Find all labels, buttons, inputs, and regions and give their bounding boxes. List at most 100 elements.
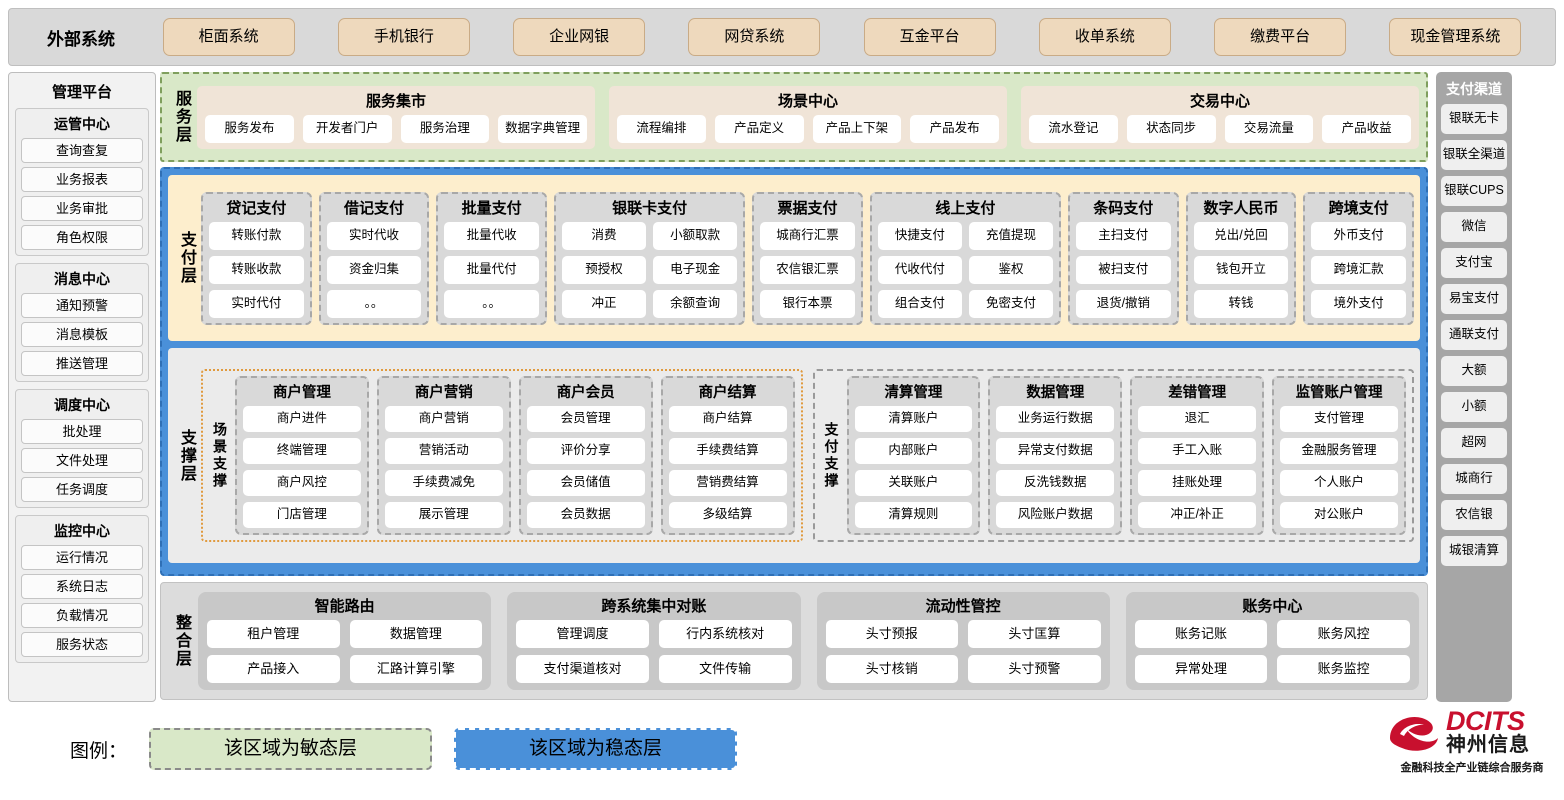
integration-item[interactable]: 异常处理: [1134, 655, 1268, 683]
management-item[interactable]: 运行情况: [21, 545, 143, 570]
payment-item[interactable]: 兑出/兑回: [1193, 221, 1289, 250]
support-item[interactable]: 商户进件: [243, 406, 361, 432]
integration-item[interactable]: 数据管理: [349, 620, 483, 648]
payment-item[interactable]: 余额查询: [653, 289, 738, 318]
support-item[interactable]: 支付管理: [1280, 406, 1398, 432]
external-system-chip[interactable]: 手机银行: [337, 18, 470, 56]
support-item[interactable]: 反洗钱数据: [996, 470, 1115, 496]
support-item[interactable]: 会员数据: [526, 502, 645, 528]
service-item[interactable]: 服务治理: [400, 114, 490, 143]
support-item[interactable]: 手工入账: [1138, 438, 1257, 464]
management-item[interactable]: 业务报表: [21, 167, 143, 192]
payment-item[interactable]: 资金归集: [326, 255, 422, 284]
integration-item[interactable]: 头寸匡算: [968, 620, 1101, 648]
payment-item[interactable]: 充值提现: [968, 221, 1053, 250]
external-system-chip[interactable]: 企业网银: [513, 18, 646, 56]
support-item[interactable]: 营销费结算: [668, 470, 787, 496]
integration-item[interactable]: 支付渠道核对: [516, 655, 649, 683]
integration-item[interactable]: 账务监控: [1277, 655, 1410, 683]
service-item[interactable]: 流程编排: [617, 114, 706, 143]
integration-item[interactable]: 行内系统核对: [658, 620, 792, 648]
management-item[interactable]: 任务调度: [21, 477, 143, 502]
payment-channel-item[interactable]: 银联全渠道: [1441, 140, 1507, 170]
service-item[interactable]: 产品定义: [714, 114, 804, 143]
payment-item[interactable]: 外币支付: [1311, 221, 1406, 250]
service-item[interactable]: 流水登记: [1029, 114, 1118, 143]
payment-item[interactable]: 境外支付: [1311, 289, 1406, 318]
support-item[interactable]: 评价分享: [526, 438, 645, 464]
payment-item[interactable]: 被扫支付: [1075, 255, 1171, 284]
integration-item[interactable]: 账务记账: [1134, 620, 1268, 648]
support-item[interactable]: 商户结算: [668, 406, 787, 432]
support-item[interactable]: 个人账户: [1280, 470, 1398, 496]
integration-item[interactable]: 头寸预报: [825, 620, 959, 648]
support-item[interactable]: 退汇: [1138, 406, 1257, 432]
integration-item[interactable]: 汇路计算引擎: [349, 655, 483, 683]
support-item[interactable]: 业务运行数据: [996, 406, 1115, 432]
payment-item[interactable]: 电子现金: [653, 255, 738, 284]
payment-item[interactable]: 消费: [562, 221, 647, 250]
support-item[interactable]: 终端管理: [243, 438, 361, 464]
support-item[interactable]: 门店管理: [243, 502, 361, 528]
payment-channel-item[interactable]: 城商行: [1441, 464, 1507, 494]
external-system-chip[interactable]: 柜面系统: [162, 18, 295, 56]
support-item[interactable]: 清算规则: [854, 502, 973, 528]
support-item[interactable]: 商户营销: [384, 406, 503, 432]
support-item[interactable]: 金融服务管理: [1280, 438, 1398, 464]
payment-item[interactable]: 转账付款: [209, 221, 304, 250]
support-item[interactable]: 会员管理: [526, 406, 645, 432]
external-system-chip[interactable]: 网贷系统: [688, 18, 821, 56]
external-system-chip[interactable]: 收单系统: [1038, 18, 1171, 56]
payment-item[interactable]: 转账收款: [209, 255, 304, 284]
payment-channel-item[interactable]: 超网: [1441, 428, 1507, 458]
payment-item[interactable]: 实时代收: [326, 221, 422, 250]
support-item[interactable]: 商户风控: [243, 470, 361, 496]
payment-item[interactable]: 跨境汇款: [1311, 255, 1406, 284]
payment-item[interactable]: 银行本票: [760, 289, 855, 318]
service-item[interactable]: 产品上下架: [812, 114, 902, 143]
external-system-chip[interactable]: 互金平台: [863, 18, 996, 56]
support-item[interactable]: 手续费减免: [384, 470, 503, 496]
payment-item[interactable]: 批量代收: [444, 221, 540, 250]
support-item[interactable]: 展示管理: [384, 502, 503, 528]
support-item[interactable]: 挂账处理: [1138, 470, 1257, 496]
payment-item[interactable]: 主扫支付: [1075, 221, 1171, 250]
payment-channel-item[interactable]: 易宝支付: [1441, 284, 1507, 314]
payment-item[interactable]: 城商行汇票: [760, 221, 855, 250]
support-item[interactable]: 风险账户数据: [996, 502, 1115, 528]
management-item[interactable]: 推送管理: [21, 351, 143, 376]
integration-item[interactable]: 产品接入: [207, 655, 340, 683]
management-item[interactable]: 负载情况: [21, 603, 143, 628]
payment-item[interactable]: 。。: [444, 289, 540, 318]
payment-channel-item[interactable]: 农信银: [1441, 500, 1507, 530]
service-item[interactable]: 开发者门户: [302, 114, 392, 143]
service-item[interactable]: 产品收益: [1322, 114, 1411, 143]
payment-item[interactable]: 退货/撤销: [1075, 289, 1171, 318]
management-item[interactable]: 批处理: [21, 419, 143, 444]
external-system-chip[interactable]: 现金管理系统: [1389, 18, 1522, 56]
management-item[interactable]: 查询查复: [21, 138, 143, 163]
payment-item[interactable]: 钱包开立: [1193, 255, 1289, 284]
management-item[interactable]: 角色权限: [21, 225, 143, 250]
support-item[interactable]: 多级结算: [668, 502, 787, 528]
management-item[interactable]: 通知预警: [21, 293, 143, 318]
payment-channel-item[interactable]: 支付宝: [1441, 248, 1507, 278]
payment-channel-item[interactable]: 城银清算: [1441, 536, 1507, 566]
payment-item[interactable]: 冲正: [562, 289, 647, 318]
support-item[interactable]: 手续费结算: [668, 438, 787, 464]
integration-item[interactable]: 租户管理: [207, 620, 340, 648]
payment-item[interactable]: 免密支付: [968, 289, 1053, 318]
management-item[interactable]: 系统日志: [21, 574, 143, 599]
service-item[interactable]: 交易流量: [1224, 114, 1314, 143]
payment-item[interactable]: 组合支付: [877, 289, 962, 318]
integration-item[interactable]: 头寸核销: [825, 655, 959, 683]
management-item[interactable]: 消息模板: [21, 322, 143, 347]
payment-channel-item[interactable]: 小额: [1441, 392, 1507, 422]
payment-item[interactable]: 转钱: [1193, 289, 1289, 318]
support-item[interactable]: 营销活动: [384, 438, 503, 464]
payment-item[interactable]: 预授权: [562, 255, 647, 284]
service-item[interactable]: 状态同步: [1126, 114, 1216, 143]
payment-channel-item[interactable]: 银联CUPS: [1441, 176, 1507, 206]
payment-channel-item[interactable]: 微信: [1441, 212, 1507, 242]
service-item[interactable]: 产品发布: [910, 114, 999, 143]
